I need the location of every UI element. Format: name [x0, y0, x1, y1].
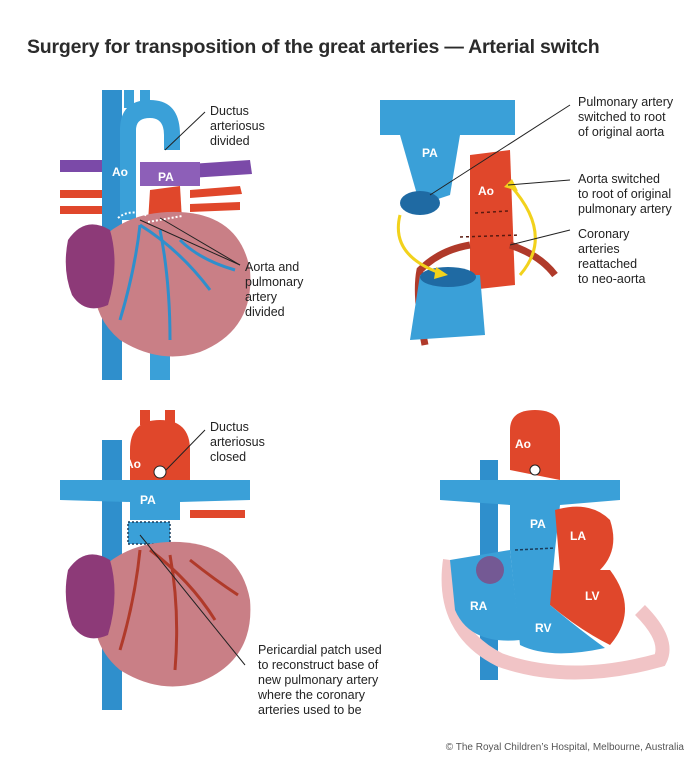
pa-branches [380, 100, 515, 135]
suture-line-4 [514, 547, 556, 551]
panel4-pa-label: PA [530, 517, 546, 531]
pa-opening [400, 191, 440, 215]
aortic-branch-3 [140, 410, 150, 425]
aorta [120, 100, 180, 220]
ductus-closed-mark [153, 465, 167, 479]
pulmonary-artery [140, 162, 200, 186]
leader-pa-switched [429, 104, 571, 196]
neo-aorta [470, 150, 515, 290]
leader-patch [139, 534, 246, 666]
panel3-ductus-label: Ductus arteriosus closed [210, 420, 265, 464]
panel-3-repaired-heart: Ao PA [60, 410, 251, 710]
pa-trunk [400, 135, 460, 205]
coronary-right [508, 241, 558, 278]
sutures-bottom [459, 234, 521, 238]
panel1-divided-label: Aorta and pulmonary artery divided [245, 260, 304, 319]
leader-divided-1 [139, 219, 241, 266]
leader-ductus [164, 111, 206, 151]
panel2-ao-label: Ao [478, 184, 494, 198]
aortic-branch-1 [124, 90, 134, 108]
arrow-pa [396, 214, 441, 275]
pulmonary-root-bottom [410, 275, 485, 340]
panel3-ao-label: Ao [125, 457, 141, 471]
panel2-coronary-label: Coronary arteries reattached to neo-aort… [578, 227, 646, 286]
panel4-lv-label: LV [585, 589, 599, 603]
panel-1-divided-heart: Ao PA [60, 90, 252, 380]
root-opening [420, 267, 476, 287]
panel1-ductus-label: Ductus arteriosus divided [210, 104, 265, 148]
leader-ductus-3 [165, 429, 206, 471]
red-vessels-left [60, 190, 110, 214]
aorta-3 [130, 420, 190, 490]
leader-ao-switched [507, 179, 571, 186]
right-atrium-3 [65, 554, 115, 639]
heart-body [94, 211, 251, 357]
pericardial-patch [127, 521, 171, 545]
arrow-ao [508, 183, 537, 276]
panel3-patch-label: Pericardial patch used to reconstruct ba… [258, 643, 382, 717]
right-atrium [65, 224, 115, 309]
panel2-ao-switched-label: Aorta switched to root of original pulmo… [578, 172, 672, 216]
red-vessels-right [190, 186, 242, 212]
panel2-pa-label: PA [422, 146, 438, 160]
right-pulmonary-branch [190, 160, 252, 178]
copyright-notice: © The Royal Children’s Hospital, Melbour… [445, 742, 684, 753]
aortic-branch-4 [165, 410, 175, 425]
panel4-ra-label: RA [470, 599, 488, 613]
pa-4 [440, 480, 620, 550]
coronary-vessels-3 [118, 548, 239, 671]
atrial-septum-mark [476, 556, 504, 584]
panel4-rv-label: RV [535, 621, 551, 635]
outer-wall-4 [441, 559, 670, 680]
panel4-la-label: LA [570, 529, 586, 543]
pulmonary-artery-3 [60, 480, 250, 520]
aorta-4 [510, 410, 560, 480]
panel1-pa-label: PA [158, 170, 174, 184]
division-line [117, 211, 183, 223]
left-atrium-4 [555, 506, 614, 570]
panel-2-switching: PA Ao [380, 100, 571, 346]
left-ventricle-4 [550, 570, 625, 645]
panel4-ao-label: Ao [515, 437, 531, 451]
coronary-vessels [118, 223, 236, 341]
arrowhead-pa [434, 267, 448, 279]
right-ventricle-4 [510, 550, 605, 654]
panel-4-cross-section: Ao PA LA RA LV RV [440, 410, 670, 680]
aortic-branch-2 [140, 90, 150, 104]
leader-divided-2 [159, 217, 241, 266]
page-title: Surgery for transposition of the great a… [27, 36, 600, 58]
aortic-valve-mark [529, 464, 541, 476]
leader-coronary [509, 229, 571, 246]
panel1-ao-label: Ao [112, 165, 128, 179]
panel3-pa-label: PA [140, 493, 156, 507]
panel2-pa-switched-label: Pulmonary artery switched to root of ori… [578, 95, 674, 139]
